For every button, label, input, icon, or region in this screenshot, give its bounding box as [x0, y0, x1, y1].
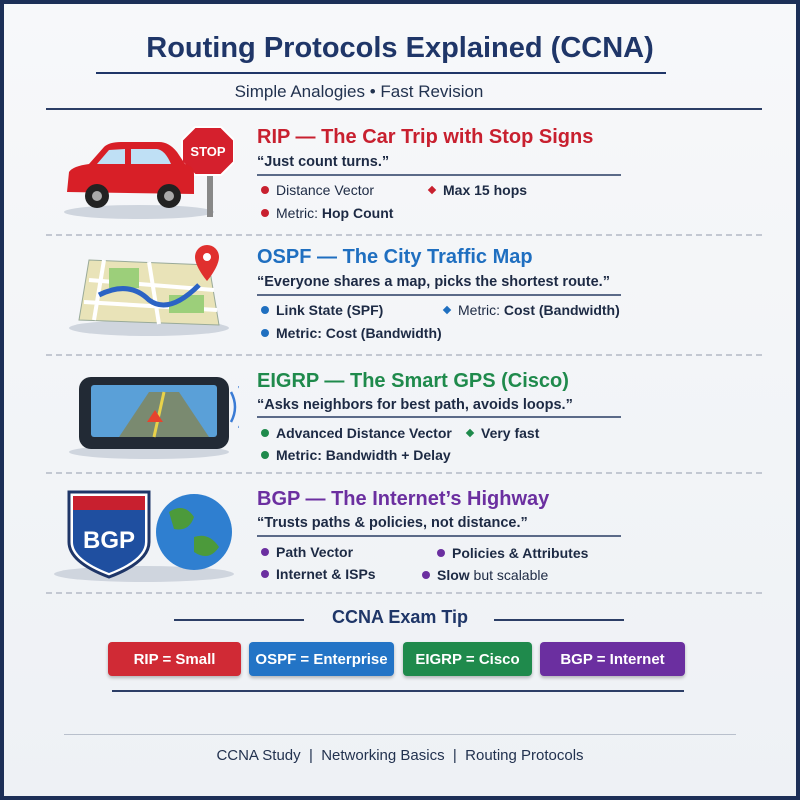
footer: CCNA Study | Networking Basics | Routing…: [216, 747, 584, 764]
shield-text: BGP: [83, 527, 135, 554]
divider: [46, 108, 762, 110]
tip-heading: CCNA Exam Tip: [331, 607, 469, 627]
divider: [46, 234, 762, 236]
divider: [46, 472, 762, 474]
divider: [46, 354, 762, 356]
bullet: Policies & Attributes: [437, 545, 588, 561]
stop-sign-text: STOP: [190, 144, 225, 159]
bullet: Link State (SPF): [261, 302, 383, 318]
quote-underline: [257, 294, 621, 296]
gps-device-icon: [69, 377, 239, 459]
section-quote: “Just count turns.”: [257, 154, 390, 170]
badge-eigrp: EIGRP = Cisco: [403, 642, 532, 676]
car-stop-sign-icon: STOP: [64, 126, 234, 219]
quote-underline: [257, 174, 621, 176]
highway-shield-globe-icon: BGP: [54, 490, 234, 582]
badge-rip: RIP = Small: [108, 642, 241, 676]
city-map-pin-icon: [69, 245, 229, 336]
section-quote: “Asks neighbors for best path, avoids lo…: [257, 397, 573, 413]
bullet: Advanced Distance Vector: [261, 425, 452, 441]
section-quote: “Everyone shares a map, picks the shorte…: [257, 274, 610, 290]
infographic: Routing Protocols Explained (CCNA) Simpl…: [4, 4, 796, 796]
page-title: Routing Protocols Explained (CCNA): [146, 32, 654, 64]
divider: [112, 690, 684, 692]
subtitle: Simple Analogies • Fast Revision: [234, 82, 484, 101]
bullet: Metric: Hop Count: [261, 205, 393, 221]
bullet: Metric: Cost (Bandwidth): [261, 325, 442, 341]
section-title: RIP — The Car Trip with Stop Signs: [257, 126, 594, 148]
bullet: Path Vector: [261, 544, 353, 560]
bullet: Metric: Cost (Bandwidth): [442, 302, 620, 318]
bullet: Max 15 hops: [427, 182, 527, 198]
section-title: BGP — The Internet’s Highway: [257, 488, 550, 510]
divider: [46, 592, 762, 594]
bullet: Distance Vector: [261, 182, 374, 198]
tip-line-right: [494, 619, 624, 621]
bullet: Internet & ISPs: [261, 566, 376, 582]
divider: [64, 734, 736, 735]
badge-bgp: BGP = Internet: [540, 642, 685, 676]
section-quote: “Trusts paths & policies, not distance.”: [257, 515, 528, 531]
bullet: Metric: Bandwidth + Delay: [261, 447, 451, 463]
section-title: OSPF — The City Traffic Map: [257, 246, 533, 268]
badge-ospf: OSPF = Enterprise: [249, 642, 394, 676]
quote-underline: [257, 535, 621, 537]
bullet: Very fast: [465, 425, 539, 441]
title-underline: [96, 72, 666, 74]
section-title: EIGRP — The Smart GPS (Cisco): [257, 370, 569, 392]
bullet: Slow but scalable: [422, 567, 548, 583]
quote-underline: [257, 416, 621, 418]
tip-line-left: [174, 619, 304, 621]
